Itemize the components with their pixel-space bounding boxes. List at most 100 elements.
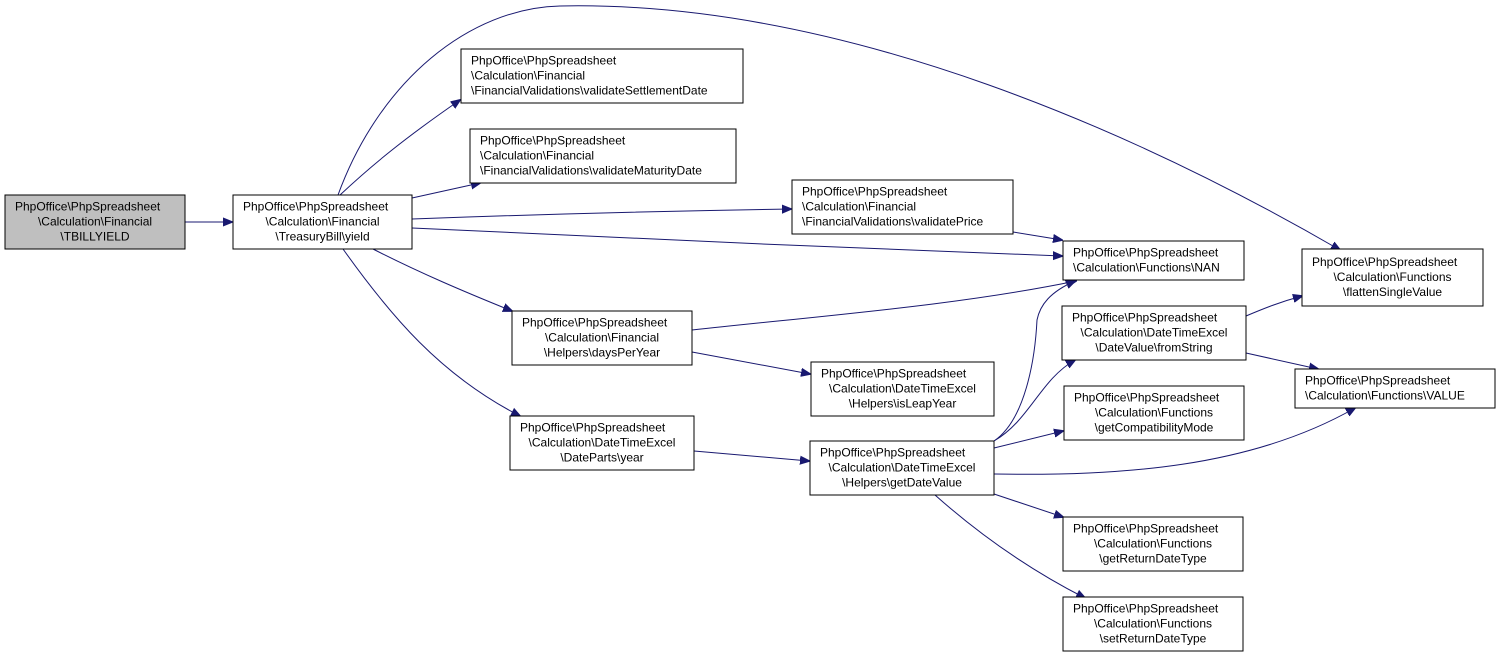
node-label-line: \Calculation\Functions: [1094, 617, 1212, 631]
node-box[interactable]: [4, 194, 186, 250]
edge-yield-to-validateSettlementDate: [339, 100, 460, 196]
node-validateMaturityDate[interactable]: PhpOffice\PhpSpreadsheet\Calculation\Fin…: [469, 128, 737, 184]
edge-yield-to-daysPerYear: [372, 248, 512, 311]
node-label-line: PhpOffice\PhpSpreadsheet: [1073, 246, 1219, 260]
node-label-line: \Calculation\DateTimeExcel: [829, 461, 976, 475]
node-label-line: \Calculation\DateTimeExcel: [829, 382, 976, 396]
node-label-line: PhpOffice\PhpSpreadsheet: [821, 367, 967, 381]
node-box[interactable]: [511, 310, 693, 366]
node-label-line: \setReturnDateType: [1100, 632, 1207, 646]
edge-yield-to-validateMaturityDate: [411, 183, 480, 199]
node-label-line: \Helpers\getDateValue: [842, 476, 962, 490]
node-label-line: \Calculation\Financial: [802, 200, 916, 214]
node-validateSettlementDate[interactable]: PhpOffice\PhpSpreadsheet\Calculation\Fin…: [460, 48, 744, 104]
node-fromString[interactable]: PhpOffice\PhpSpreadsheet\Calculation\Dat…: [1061, 305, 1247, 361]
node-label-line: \TreasuryBill\yield: [275, 230, 369, 244]
node-label-line: \getCompatibilityMode: [1095, 421, 1214, 435]
node-getCompatibilityMode[interactable]: PhpOffice\PhpSpreadsheet\Calculation\Fun…: [1063, 385, 1245, 441]
edge-daysPerYear-to-nan: [691, 281, 1076, 331]
node-label-line: \Helpers\isLeapYear: [849, 397, 957, 411]
node-label-line: \FinancialValidations\validatePrice: [802, 215, 984, 229]
edge-year-to-getDateValue: [693, 450, 809, 461]
edge-fromString-to-value: [1245, 352, 1318, 369]
node-box[interactable]: [1294, 368, 1496, 409]
node-label-line: \Calculation\Functions\VALUE: [1305, 389, 1465, 403]
node-box[interactable]: [1061, 305, 1247, 361]
node-box[interactable]: [1062, 240, 1245, 281]
node-label-line: PhpOffice\PhpSpreadsheet: [522, 316, 668, 330]
node-box[interactable]: [1301, 248, 1484, 307]
edge-daysPerYear-to-isLeapYear: [691, 351, 810, 374]
node-label-line: \Calculation\Financial: [265, 215, 379, 229]
node-box[interactable]: [1063, 385, 1245, 441]
node-box[interactable]: [1062, 516, 1244, 572]
node-label-line: PhpOffice\PhpSpreadsheet: [243, 200, 389, 214]
node-label-line: PhpOffice\PhpSpreadsheet: [1072, 311, 1218, 325]
node-daysPerYear[interactable]: PhpOffice\PhpSpreadsheet\Calculation\Fin…: [511, 310, 693, 366]
node-label-line: \getReturnDateType: [1099, 552, 1207, 566]
node-label-line: \FinancialValidations\validateMaturityDa…: [480, 164, 702, 178]
node-label-line: \DateValue\fromString: [1095, 341, 1212, 355]
node-value[interactable]: PhpOffice\PhpSpreadsheet\Calculation\Fun…: [1294, 368, 1496, 409]
node-isLeapYear[interactable]: PhpOffice\PhpSpreadsheet\Calculation\Dat…: [810, 361, 995, 417]
node-label-line: PhpOffice\PhpSpreadsheet: [1074, 391, 1220, 405]
node-label-line: \Calculation\Financial: [471, 69, 585, 83]
node-getReturnDateType[interactable]: PhpOffice\PhpSpreadsheet\Calculation\Fun…: [1062, 516, 1244, 572]
edge-yield-to-validatePrice: [411, 209, 791, 220]
edge-fromString-to-flattenSingleValue: [1245, 296, 1302, 317]
edge-getDateValue-to-value: [993, 408, 1355, 475]
node-box[interactable]: [460, 48, 744, 104]
node-box[interactable]: [232, 194, 413, 250]
node-box[interactable]: [791, 179, 1014, 235]
edges-layer: [185, 5, 1355, 598]
node-tbillyield[interactable]: PhpOffice\PhpSpreadsheet\Calculation\Fin…: [4, 194, 186, 250]
node-label-line: \Calculation\Financial: [545, 331, 659, 345]
node-label-line: PhpOffice\PhpSpreadsheet: [1073, 522, 1219, 536]
node-box[interactable]: [810, 361, 995, 417]
node-box[interactable]: [509, 415, 695, 471]
edge-yield-to-nan: [411, 227, 1062, 256]
node-label-line: PhpOffice\PhpSpreadsheet: [480, 134, 626, 148]
node-label-line: PhpOffice\PhpSpreadsheet: [520, 421, 666, 435]
node-label-line: PhpOffice\PhpSpreadsheet: [802, 185, 948, 199]
edge-getDateValue-to-getReturnDateType: [993, 493, 1063, 517]
node-flattenSingleValue[interactable]: PhpOffice\PhpSpreadsheet\Calculation\Fun…: [1301, 248, 1484, 307]
node-validatePrice[interactable]: PhpOffice\PhpSpreadsheet\Calculation\Fin…: [791, 179, 1014, 235]
node-year[interactable]: PhpOffice\PhpSpreadsheet\Calculation\Dat…: [509, 415, 695, 471]
node-label-line: \Calculation\DateTimeExcel: [529, 436, 676, 450]
edge-getDateValue-to-getCompatibilityMode: [993, 431, 1063, 449]
node-label-line: \Calculation\Financial: [38, 215, 152, 229]
node-label-line: \TBILLYIELD: [60, 230, 129, 244]
node-box[interactable]: [809, 440, 995, 496]
node-yield[interactable]: PhpOffice\PhpSpreadsheet\Calculation\Fin…: [232, 194, 413, 250]
node-label-line: \flattenSingleValue: [1343, 285, 1443, 299]
nodes-layer: PhpOffice\PhpSpreadsheet\Calculation\Fin…: [4, 48, 1496, 652]
node-label-line: PhpOffice\PhpSpreadsheet: [820, 446, 966, 460]
edge-yield-to-year: [342, 248, 520, 416]
node-label-line: PhpOffice\PhpSpreadsheet: [1312, 255, 1458, 269]
node-label-line: \Calculation\Functions: [1094, 537, 1212, 551]
edge-getDateValue-to-setReturnDateType: [934, 494, 1085, 598]
node-label-line: PhpOffice\PhpSpreadsheet: [471, 54, 617, 68]
edge-yield-to-flattenSingleValue: [337, 5, 1340, 250]
node-getDateValue[interactable]: PhpOffice\PhpSpreadsheet\Calculation\Dat…: [809, 440, 995, 496]
node-box[interactable]: [469, 128, 737, 184]
node-label-line: \Calculation\Functions: [1095, 406, 1213, 420]
edge-getDateValue-to-nan: [993, 281, 1075, 442]
node-label-line: \FinancialValidations\validateSettlement…: [471, 84, 708, 98]
node-label-line: \Calculation\Financial: [480, 149, 594, 163]
node-label-line: \Calculation\Functions\NAN: [1073, 261, 1220, 275]
node-setReturnDateType[interactable]: PhpOffice\PhpSpreadsheet\Calculation\Fun…: [1062, 596, 1244, 652]
node-label-line: PhpOffice\PhpSpreadsheet: [1073, 602, 1219, 616]
node-label-line: PhpOffice\PhpSpreadsheet: [1305, 374, 1451, 388]
node-box[interactable]: [1062, 596, 1244, 652]
node-label-line: PhpOffice\PhpSpreadsheet: [15, 200, 161, 214]
edge-validatePrice-to-nan: [1012, 231, 1062, 240]
node-nan[interactable]: PhpOffice\PhpSpreadsheet\Calculation\Fun…: [1062, 240, 1245, 281]
node-label-line: \Calculation\Functions: [1333, 270, 1451, 284]
node-label-line: \DateParts\year: [560, 451, 643, 465]
edge-getDateValue-to-fromString: [993, 360, 1075, 442]
node-label-line: \Calculation\DateTimeExcel: [1081, 326, 1228, 340]
node-label-line: \Helpers\daysPerYear: [544, 346, 660, 360]
